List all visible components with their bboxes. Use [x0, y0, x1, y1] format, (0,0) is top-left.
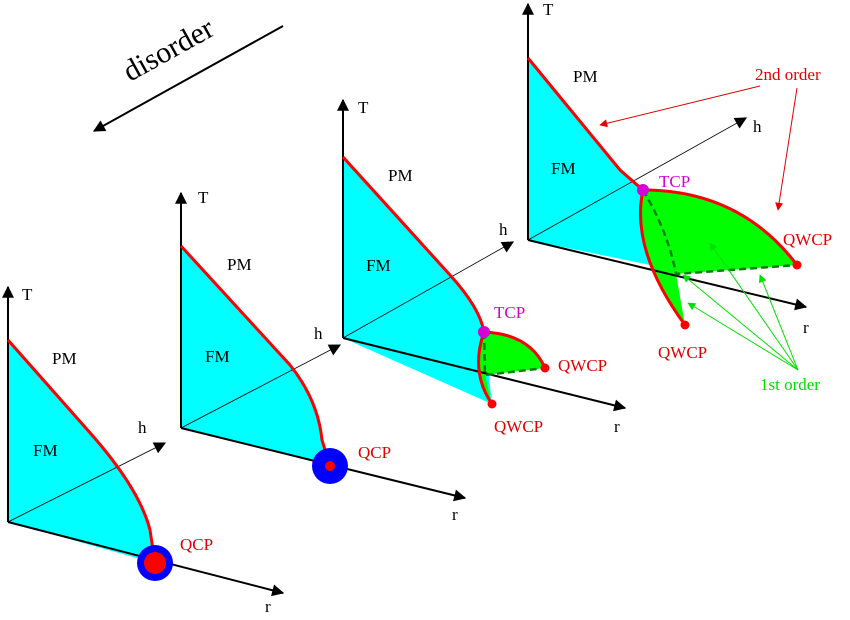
disorder-arrow [92, 25, 284, 132]
first-order-pointer [682, 274, 799, 371]
fm-label: FM [551, 159, 576, 178]
first-order-surface [478, 332, 545, 404]
first-order-pointer [687, 302, 799, 371]
first-order-line [641, 189, 798, 276]
qwcp-label: QWCP [658, 343, 707, 362]
r-axis [342, 337, 627, 412]
fm-label: FM [205, 347, 230, 366]
pm-label: PM [227, 255, 252, 274]
fm-label: FM [33, 441, 58, 460]
qwcp-boundary-upper [483, 330, 547, 369]
annotation-second-order: 2nd order [599, 65, 821, 211]
fm-label: FM [366, 256, 391, 275]
phase-boundary-second-order [6, 339, 157, 564]
t-axis-label: T [543, 0, 554, 19]
h-axis-label: h [753, 117, 762, 136]
qcp-label: QCP [180, 535, 213, 554]
pm-label: PM [52, 349, 77, 368]
phase-boundary-second-order [179, 244, 332, 467]
fm-region [8, 340, 155, 563]
qcp-marker-inner [144, 552, 166, 574]
qwcp-label: QWCP [783, 230, 832, 249]
tcp-label: TCP [659, 172, 690, 191]
panel-1: T h r PM FM QCP [1, 285, 285, 616]
r-axis-label: r [614, 417, 620, 436]
second-order-label: 2nd order [755, 65, 821, 84]
h-axis-label: h [499, 220, 508, 239]
fm-region [181, 246, 330, 466]
h-axis [527, 117, 748, 241]
qwcp-boundary-lower [639, 189, 687, 326]
h-axis [180, 344, 342, 429]
disorder-indicator: disorder [92, 12, 284, 132]
qwcp-label: QWCP [558, 356, 607, 375]
qwcp-marker [540, 363, 550, 373]
tcp-marker [637, 184, 649, 196]
tcp-marker [478, 326, 490, 338]
t-axis-label: T [22, 285, 33, 304]
r-axis-label: r [452, 505, 458, 524]
qwcp-boundary-lower [477, 331, 494, 405]
annotation-first-order: 1st order [682, 242, 820, 394]
pm-label: PM [573, 67, 598, 86]
second-order-pointer-line [599, 85, 761, 128]
qwcp-boundary-upper [642, 188, 799, 266]
h-axis-label: h [138, 418, 147, 437]
qcp-label: QCP [358, 443, 391, 462]
pm-label: PM [388, 166, 413, 185]
panel-4: T h r PM FM TCP QWCP QWCP [522, 0, 832, 362]
first-order-label: 1st order [760, 375, 820, 394]
qwcp-label: QWCP [494, 417, 543, 436]
first-order-pointer [709, 242, 799, 371]
disorder-label: disorder [117, 12, 219, 89]
r-axis-label: r [803, 318, 809, 337]
r-axis [527, 239, 808, 311]
fm-region [343, 157, 492, 404]
h-axis-label: h [314, 324, 323, 343]
fm-region [528, 58, 675, 270]
tcp-label: TCP [494, 303, 525, 322]
second-order-pointer-surface [775, 87, 798, 211]
qwcp-marker [487, 399, 497, 409]
qwcp-marker [792, 260, 802, 270]
first-order-surface [640, 190, 797, 325]
first-order-line [482, 331, 546, 377]
h-axis [7, 442, 167, 523]
first-order-pointer [758, 274, 799, 371]
t-axis-label: T [198, 188, 209, 207]
h-axis [342, 241, 515, 339]
panel-3: T h r PM FM TCP QWCP QWCP [337, 98, 627, 436]
t-axis-label: T [358, 98, 369, 117]
panel-2: T h r PM FM QCP [175, 188, 467, 524]
qcp-marker-inner [325, 461, 335, 471]
qwcp-marker [680, 320, 690, 330]
r-axis-label: r [265, 597, 271, 615]
